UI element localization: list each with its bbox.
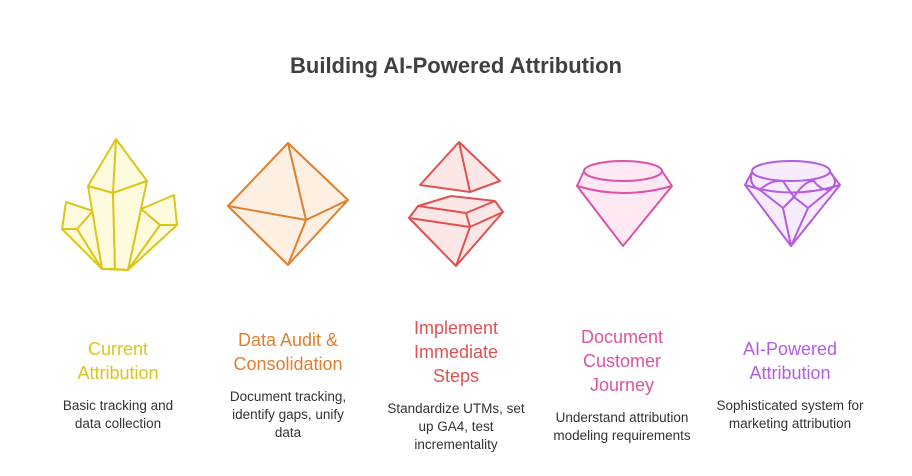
step-title: Current Attribution	[77, 339, 159, 383]
step-description: Standardize UTMs, set up GA4, test incre…	[387, 401, 525, 452]
step-customer-journey: Document Customer Journey Understand att…	[537, 305, 707, 465]
icons-layer	[61, 138, 841, 271]
step-data-audit: Data Audit & Consolidation Document trac…	[203, 305, 373, 465]
step-title: Data Audit & Consolidation	[233, 330, 343, 374]
step-description: Document tracking, identify gaps, unify …	[229, 389, 347, 440]
octahedron-icon	[227, 142, 349, 266]
step-description: Sophisticated system for marketing attri…	[716, 398, 864, 431]
step-title: Implement Immediate Steps	[413, 318, 499, 386]
step-description: Basic tracking and data collection	[62, 398, 174, 431]
step-ai-attribution: AI-Powered Attribution Sophisticated sys…	[705, 305, 875, 465]
step-current-attribution: Current Attribution Basic tracking and d…	[33, 305, 203, 465]
gem-icon	[576, 160, 673, 247]
diamond-icon	[744, 160, 841, 247]
page-title: Building AI-Powered Attribution	[290, 53, 622, 78]
step-title: AI-Powered Attribution	[742, 339, 838, 383]
step-implement-steps: Implement Immediate Steps Standardize UT…	[371, 305, 541, 465]
step-title: Document Customer Journey	[580, 327, 664, 395]
crystal-cluster-icon	[61, 138, 178, 271]
split-gem-icon	[408, 141, 504, 267]
step-description: Understand attribution modeling requirem…	[553, 410, 691, 443]
